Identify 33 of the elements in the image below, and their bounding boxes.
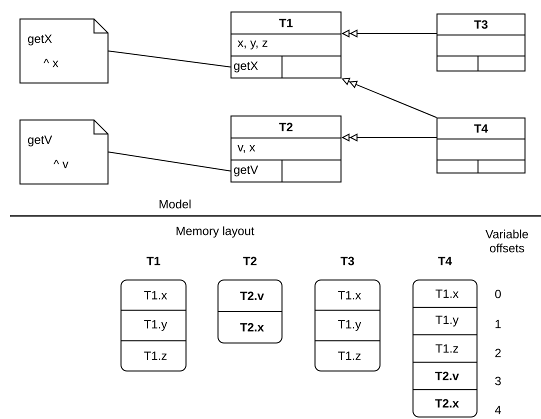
column-heading: Variable offsets (485, 230, 528, 252)
memory-cell: T2.x (240, 323, 264, 332)
offset-number: 0 (495, 290, 501, 298)
type-heading: T2 (243, 256, 257, 266)
offset-number: 1 (496, 320, 501, 328)
memory-cell: T1.y (436, 316, 459, 326)
offset-number: 4 (494, 406, 501, 414)
panel-label: Memory layout (176, 226, 254, 238)
memory-cell: T2.x (435, 399, 459, 408)
note: getV ^ v (20, 120, 108, 184)
connector-line (108, 152, 231, 172)
offset-number: 2 (495, 348, 501, 358)
offset-number: 3 (495, 376, 501, 386)
memory-cell: T1.x (338, 291, 362, 300)
memory-cell: T1.x (144, 291, 168, 300)
memory-cell: T1.z (144, 352, 167, 360)
memory-cell: T1.y (338, 320, 362, 331)
class-box: T3 (436, 14, 526, 72)
memory-cell: T1.z (436, 344, 458, 353)
panel-label: Model (160, 200, 191, 208)
memory-cell: T1.x (436, 290, 459, 298)
memory-cell: T2.v (240, 292, 264, 300)
type-heading: T1 (146, 256, 160, 266)
memory-cell: T2.v (435, 372, 459, 380)
memory-cell: T1.z (338, 352, 361, 360)
type-heading: T3 (340, 256, 354, 266)
connector-line (108, 50, 231, 68)
type-heading: T4 (438, 256, 452, 266)
memory-cell: T1.y (144, 320, 168, 331)
operation-cell: getV (230, 160, 282, 182)
note: getX ^ x (20, 18, 108, 84)
operation-cell: getX (230, 56, 282, 78)
class-box: T4 (436, 118, 526, 174)
